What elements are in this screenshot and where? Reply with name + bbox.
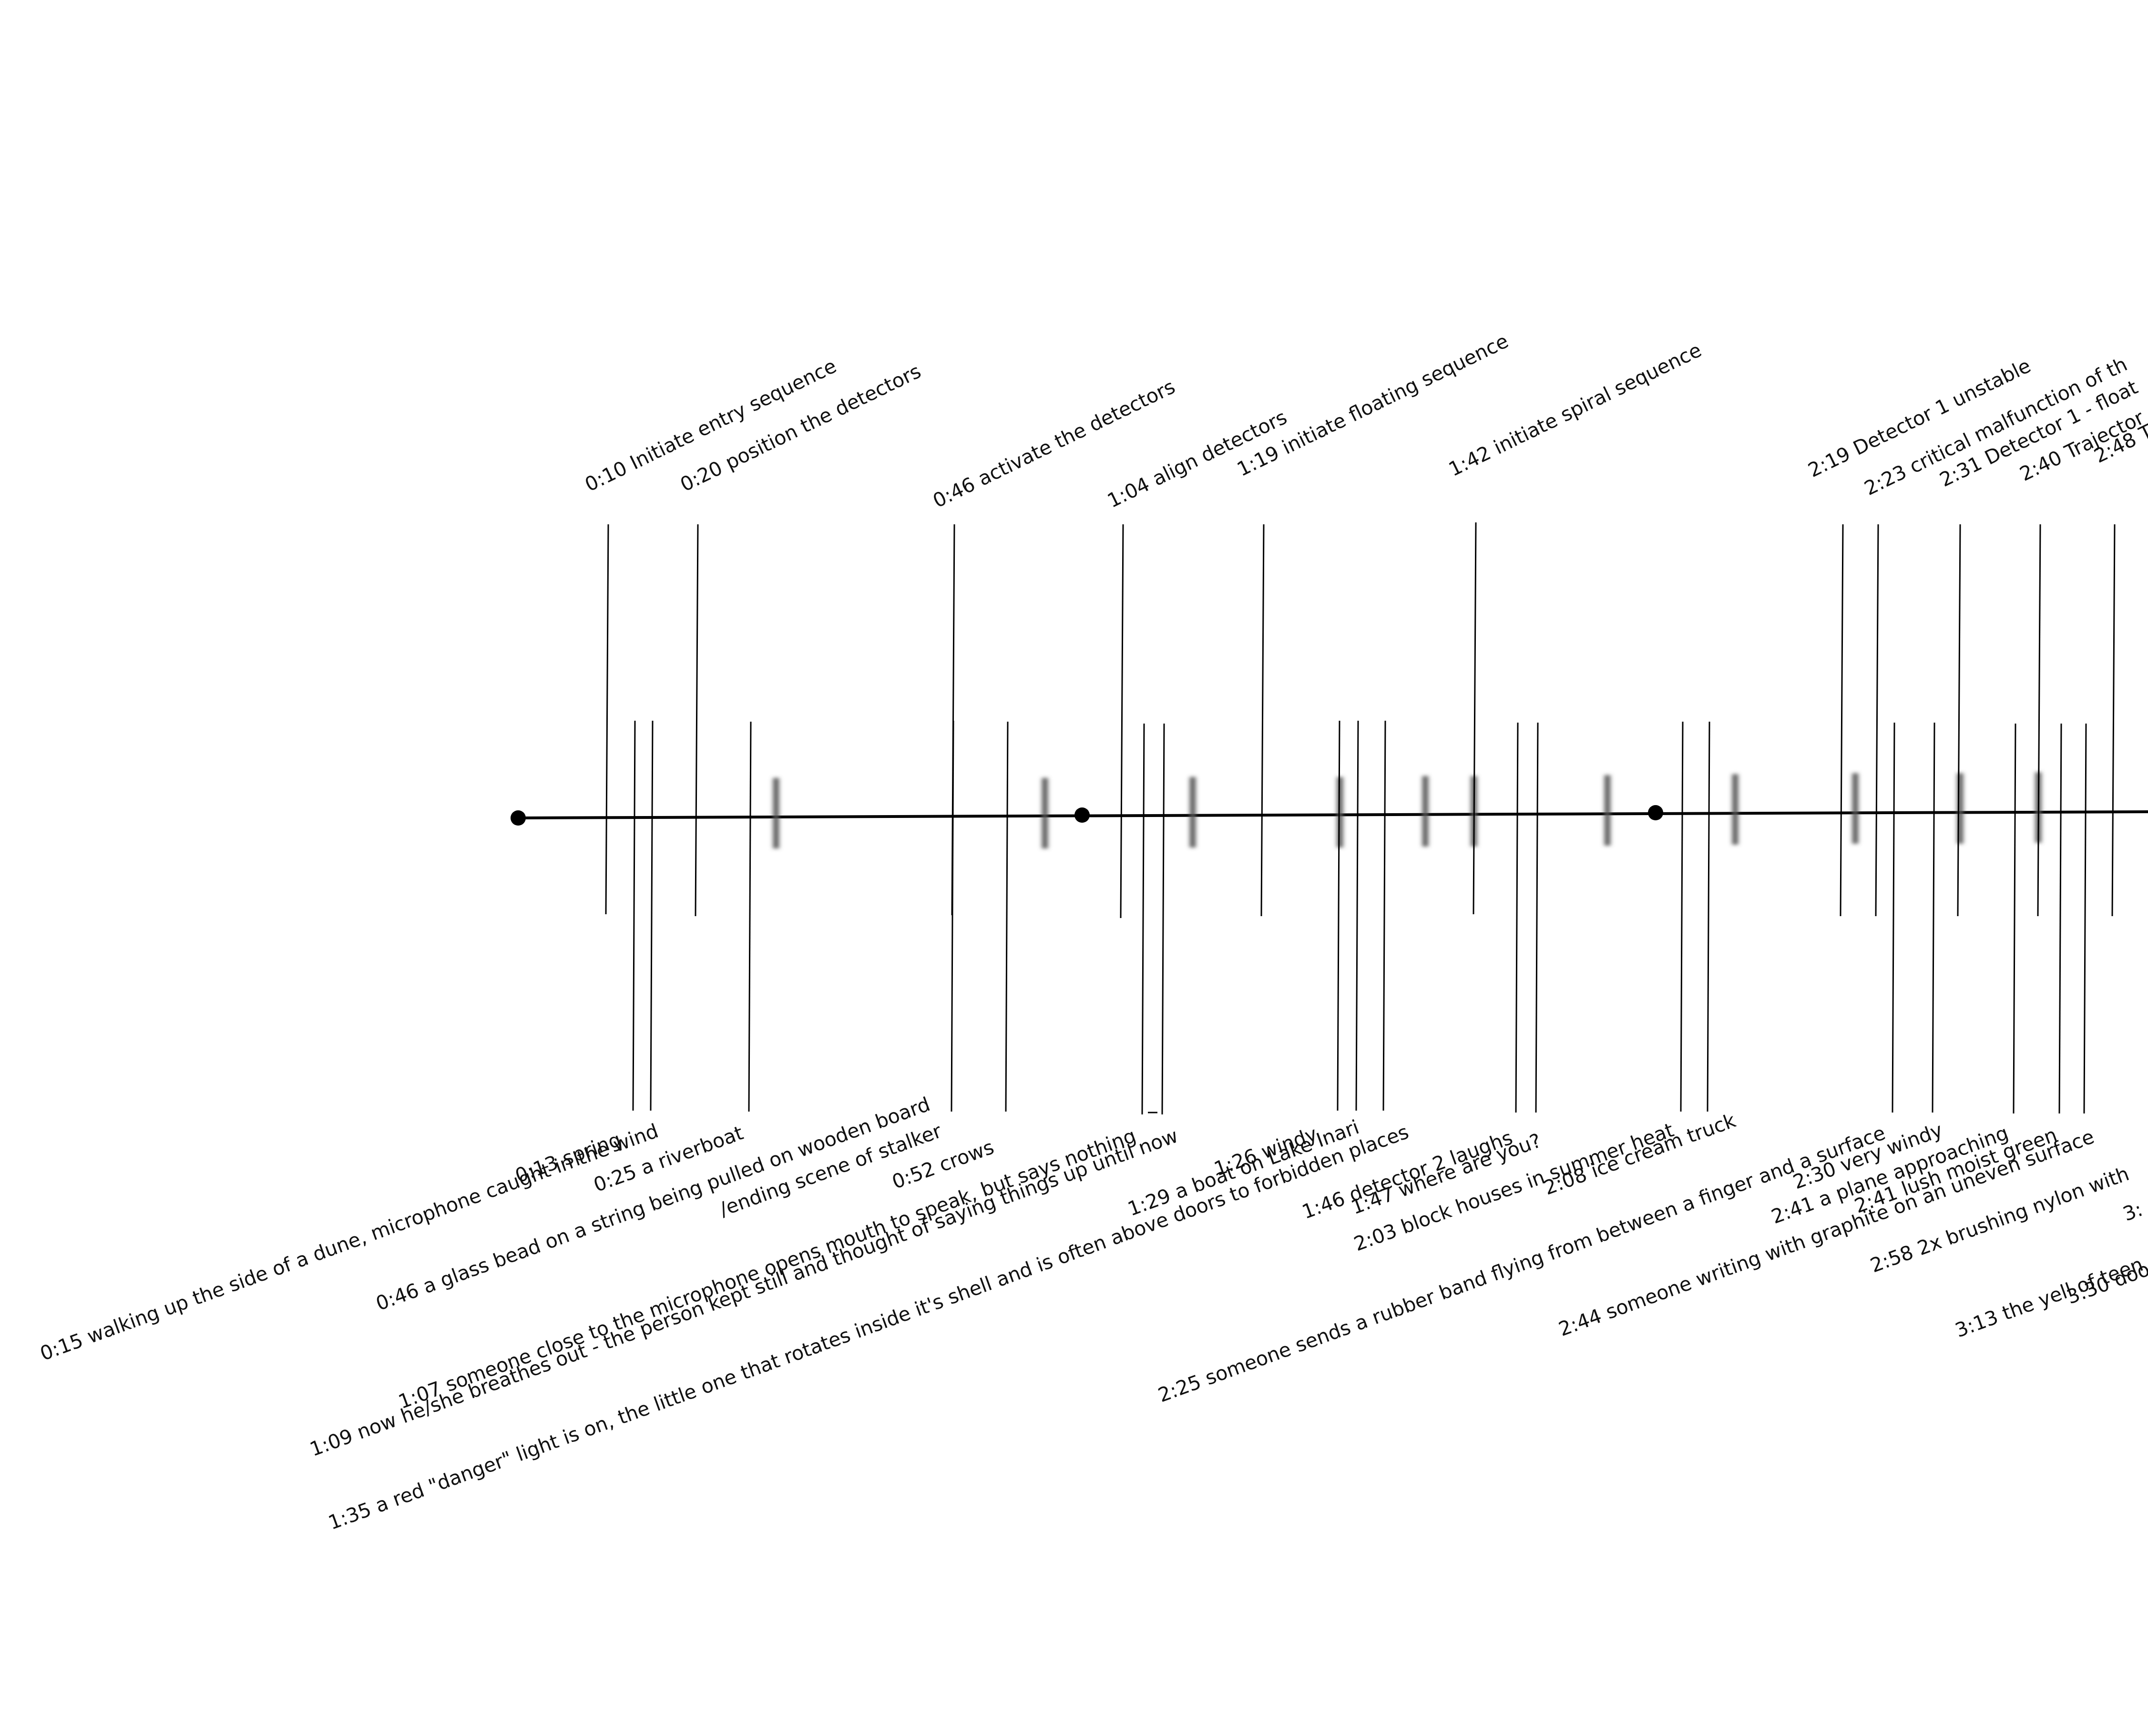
blur-mark	[1337, 777, 1343, 848]
top-event-tick	[605, 524, 609, 915]
bottom-event-tick	[1005, 721, 1009, 1112]
timeline-node	[511, 810, 526, 826]
top-event-tick	[695, 524, 699, 917]
blur-mark	[773, 778, 779, 848]
top-event-tick	[1473, 522, 1477, 915]
blur-mark	[1852, 773, 1858, 844]
bottom-event-tick	[1680, 721, 1684, 1112]
bottom-event-tick	[1382, 720, 1386, 1111]
bottom-event-tick	[1892, 722, 1895, 1113]
timeline-node	[1074, 807, 1090, 823]
top-event-tick	[1120, 524, 1124, 919]
bottom-event-tick	[650, 720, 654, 1111]
timeline-axis	[518, 810, 2148, 819]
top-event-tick	[1260, 524, 1265, 917]
bottom-event-tick	[1932, 722, 1935, 1113]
top-event-tick	[1840, 524, 1844, 917]
timeline-node	[1648, 805, 1663, 820]
bottom-event-tick	[1535, 722, 1539, 1113]
blur-mark	[1732, 774, 1738, 845]
bottom-event-tick	[1355, 720, 1359, 1111]
top-event-tick	[1875, 524, 1879, 917]
bottom-event-tick	[2058, 723, 2062, 1114]
bottom-event-tick	[1515, 722, 1519, 1113]
bottom-event-label: 3:13 the yell of teen	[1952, 1253, 2146, 1342]
top-event-tick	[2037, 524, 2041, 917]
bottom-event-tick	[2083, 723, 2087, 1114]
bottom-event-tick	[1161, 723, 1165, 1115]
bottom-event-tick	[951, 720, 954, 1112]
blur-mark	[1042, 778, 1048, 848]
blur-mark	[1422, 776, 1428, 847]
blur-mark	[1605, 775, 1610, 846]
bottom-event-tick	[1337, 720, 1340, 1111]
bottom-event-tick	[632, 720, 636, 1111]
bottom-event-tick	[748, 721, 752, 1112]
bottom-event-tick	[1707, 721, 1710, 1112]
top-event-tick	[2111, 524, 2116, 917]
blur-mark	[1190, 777, 1196, 848]
bottom-event-tick	[1141, 723, 1145, 1115]
bottom-event-tick	[2013, 723, 2016, 1114]
bottom-event-label: 3:	[2120, 1198, 2146, 1226]
top-event-tick	[1957, 524, 1961, 917]
